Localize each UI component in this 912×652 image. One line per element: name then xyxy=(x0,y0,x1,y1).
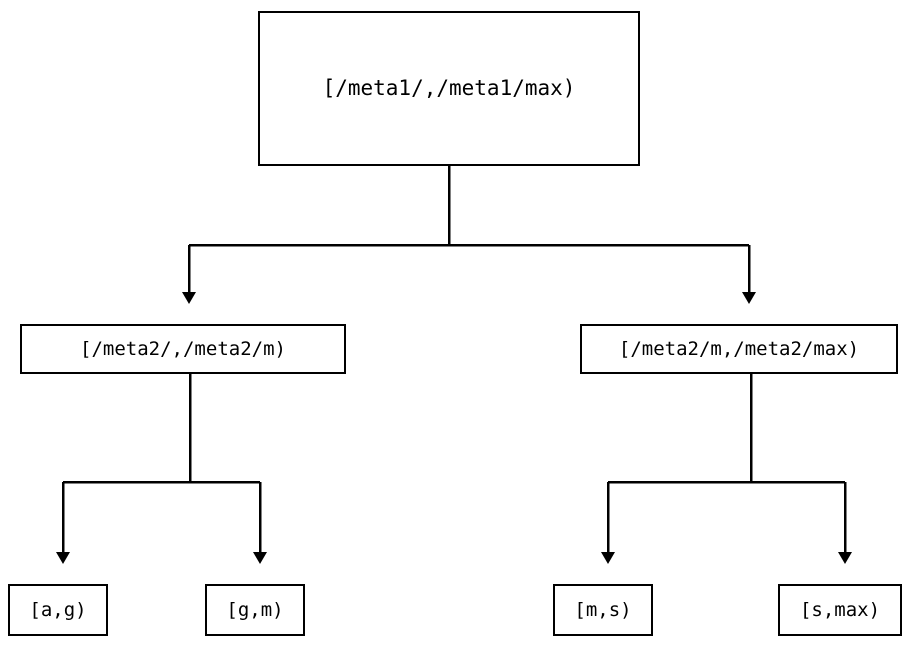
tree-node-root[interactable]: [/meta1/,/meta1/max) xyxy=(258,11,640,166)
tree-node-meta2-high[interactable]: [/meta2/m,/meta2/max) xyxy=(580,324,898,374)
tree-leaf-a-g-label: [a,g) xyxy=(29,598,87,621)
tree-node-meta2-low[interactable]: [/meta2/,/meta2/m) xyxy=(20,324,346,374)
arrowhead-leaf-3 xyxy=(838,552,852,564)
tree-leaf-s-max[interactable]: [s,max) xyxy=(778,584,902,636)
arrowhead-leaf-1 xyxy=(253,552,267,564)
tree-node-root-label: [/meta1/,/meta1/max) xyxy=(322,76,576,100)
arrowhead-leaf-0 xyxy=(56,552,70,564)
tree-leaf-m-s-label: [m,s) xyxy=(574,598,632,621)
tree-node-meta2-high-label: [/meta2/m,/meta2/max) xyxy=(618,337,860,360)
arrowhead-leaf-2 xyxy=(601,552,615,564)
tree-leaf-g-m[interactable]: [g,m) xyxy=(205,584,305,636)
tree-leaf-m-s[interactable]: [m,s) xyxy=(553,584,653,636)
tree-leaf-a-g[interactable]: [a,g) xyxy=(8,584,108,636)
arrowhead-mid-right xyxy=(742,292,756,304)
tree-leaf-g-m-label: [g,m) xyxy=(226,598,284,621)
tree-node-meta2-low-label: [/meta2/,/meta2/m) xyxy=(80,337,286,360)
tree-leaf-s-max-label: [s,max) xyxy=(799,598,881,621)
arrowhead-mid-left xyxy=(182,292,196,304)
